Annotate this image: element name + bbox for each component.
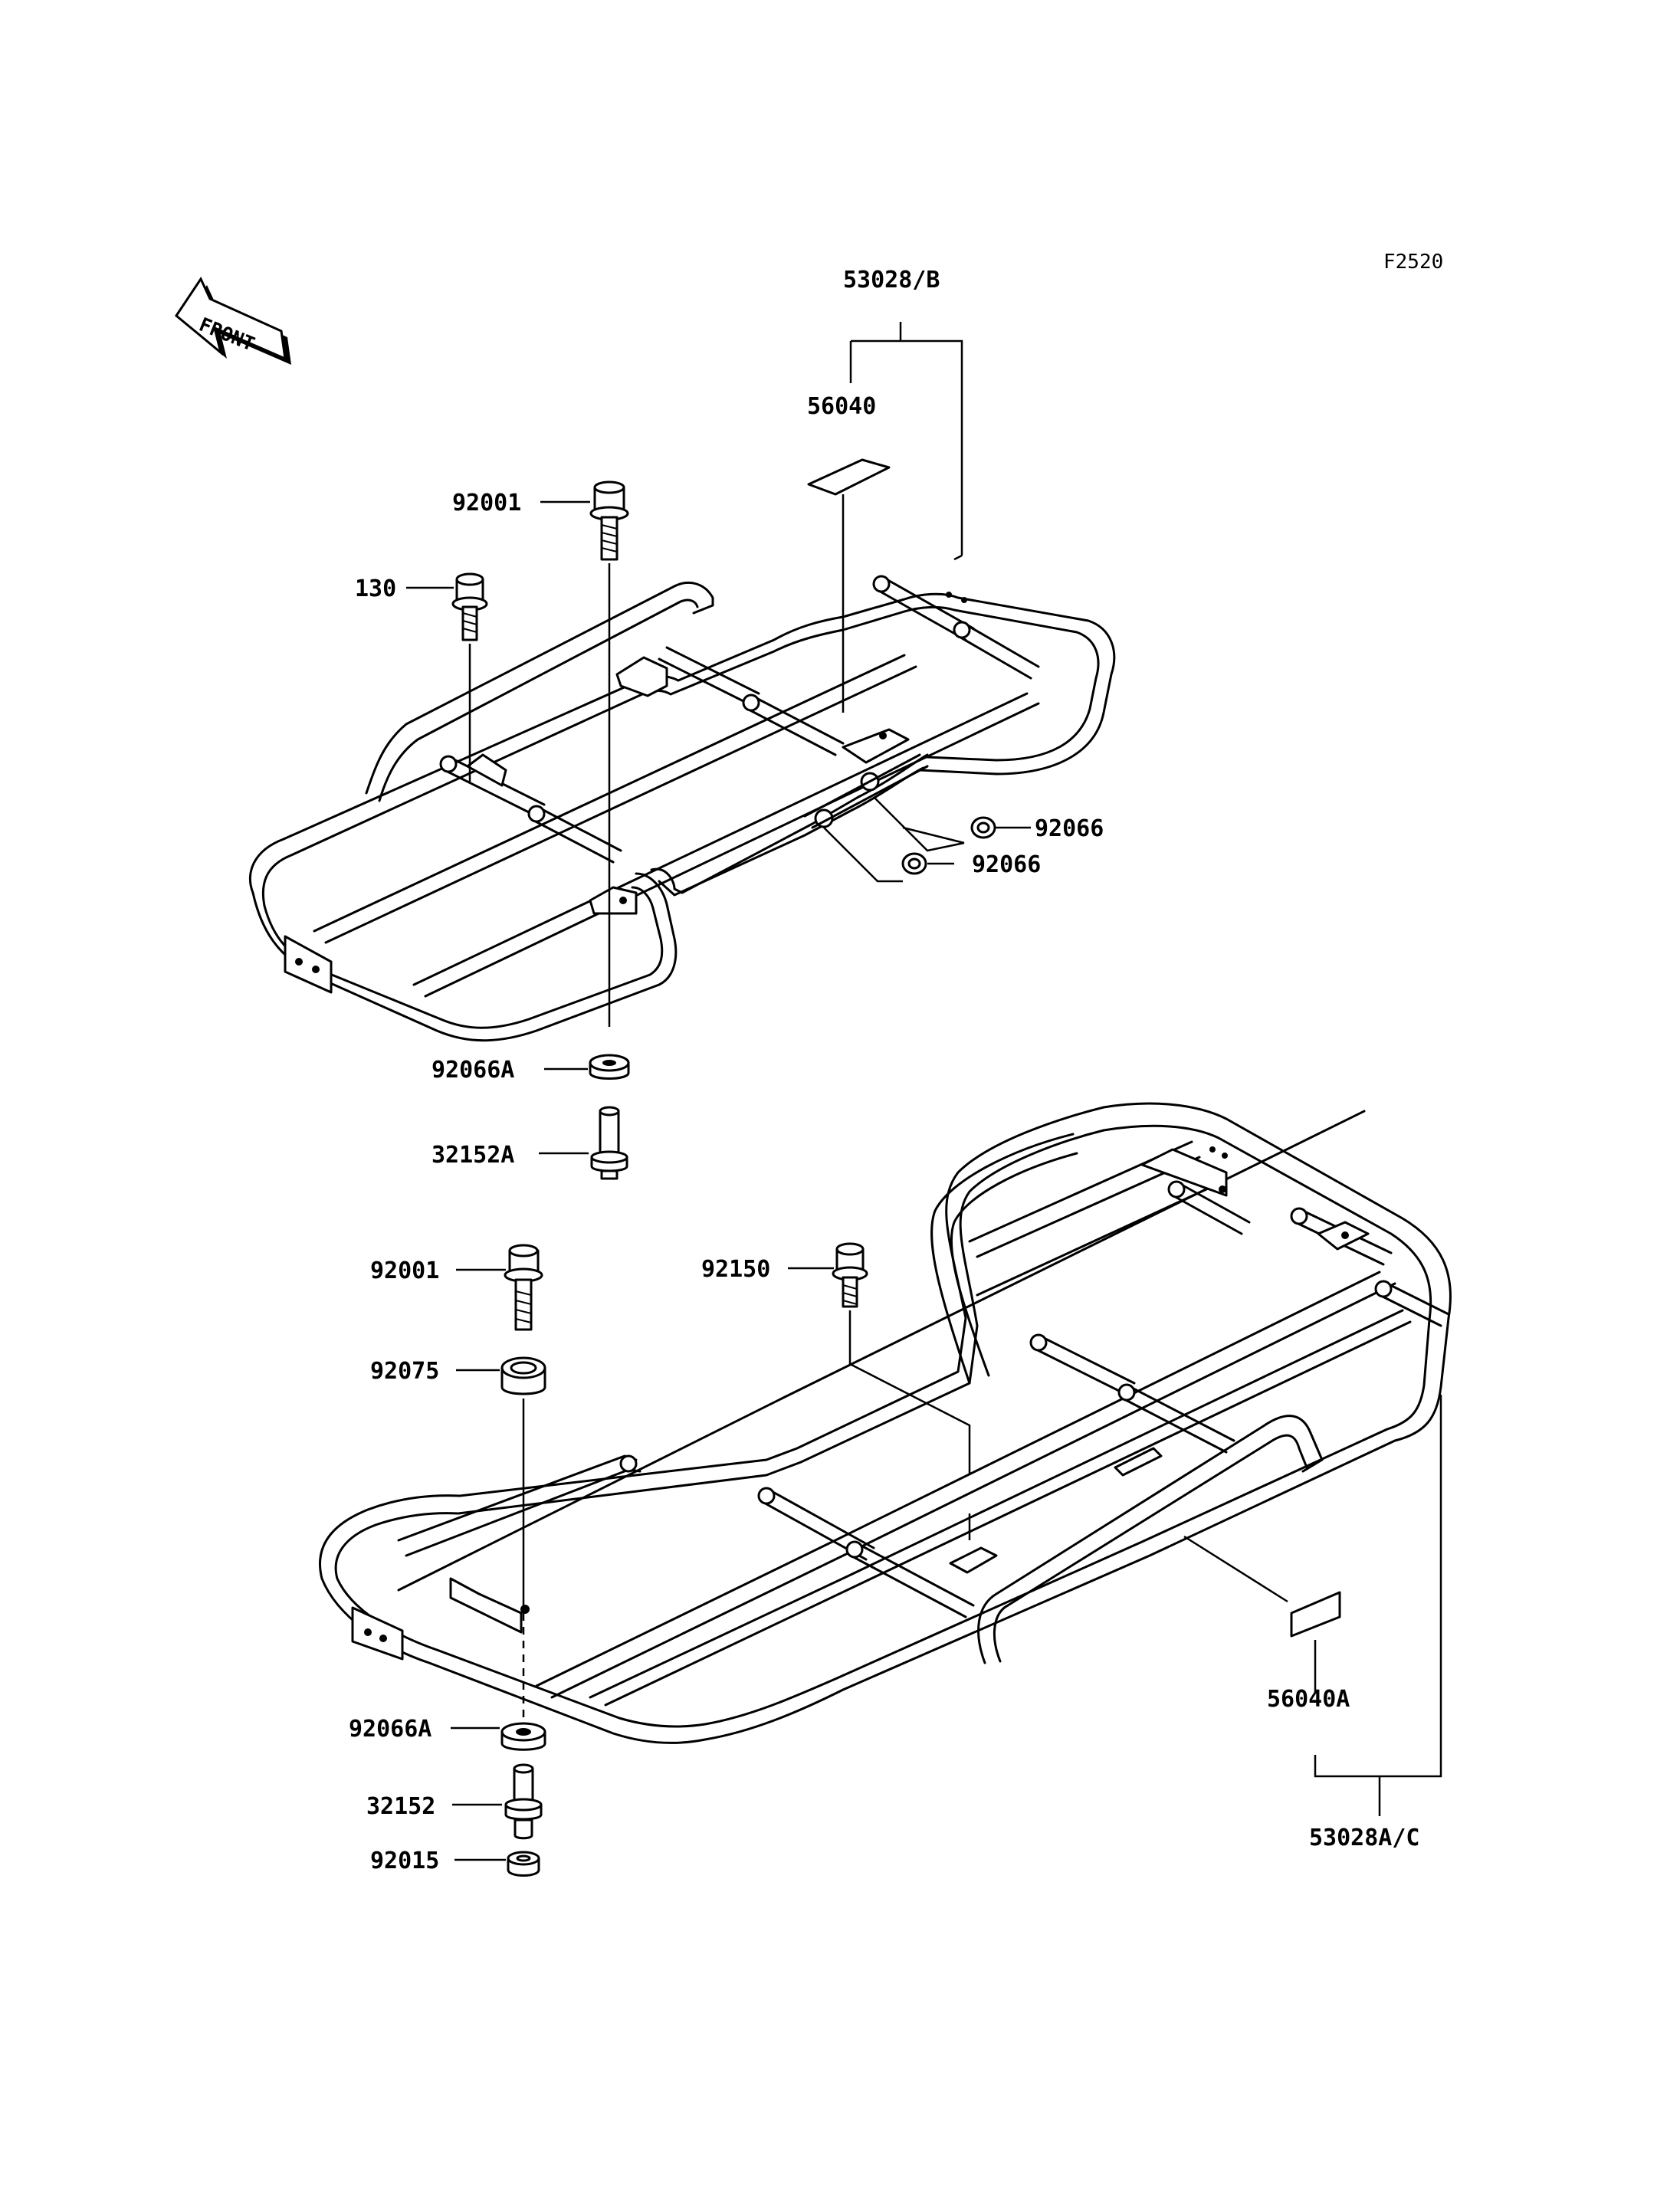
label-56040A: 56040A: [1267, 1686, 1350, 1713]
sticker-56040A: [1290, 1591, 1341, 1638]
sticker-56040: [807, 458, 891, 496]
label-92066-b: 92066: [972, 851, 1041, 878]
washer-92066A-bottom: [500, 1722, 546, 1751]
front-arrow-icon: FRONT: [175, 276, 291, 365]
label-53028AC: 53028A/C: [1309, 1825, 1420, 1851]
top-leader-lines: [406, 322, 1031, 1155]
grommet-92066-b: [901, 852, 927, 875]
bolt-92001-bottom: [504, 1244, 543, 1331]
washer-92066A-top: [589, 1054, 630, 1080]
label-92001-top: 92001: [452, 490, 521, 516]
bolt-130: [451, 572, 488, 641]
label-92066A-top: 92066A: [431, 1057, 514, 1084]
label-92075: 92075: [370, 1358, 439, 1385]
bottom-leader-lines: [451, 1267, 1442, 1861]
grommet-92075: [500, 1356, 546, 1395]
bolt-92001-top: [589, 480, 629, 561]
label-92066A-bottom: 92066A: [349, 1716, 431, 1743]
bolt-92150: [832, 1242, 868, 1308]
figure-code: F2520: [1383, 251, 1443, 274]
nut-92015: [507, 1851, 540, 1877]
collar-32152A: [590, 1106, 628, 1180]
grommet-92066-a: [970, 816, 996, 839]
label-92015: 92015: [370, 1848, 439, 1874]
rear-carrier-rack: [319, 1102, 1452, 1744]
label-56040: 56040: [807, 393, 876, 420]
front-carrier-rack: [248, 575, 1116, 1042]
label-32152: 32152: [366, 1793, 435, 1820]
label-92001-bottom: 92001: [370, 1258, 439, 1284]
label-130: 130: [355, 575, 396, 602]
label-32152A: 32152A: [431, 1142, 514, 1169]
label-53028B: 53028/B: [843, 267, 940, 293]
label-92150: 92150: [701, 1256, 770, 1283]
label-92066-a: 92066: [1035, 815, 1104, 842]
collar-32152: [504, 1763, 543, 1840]
